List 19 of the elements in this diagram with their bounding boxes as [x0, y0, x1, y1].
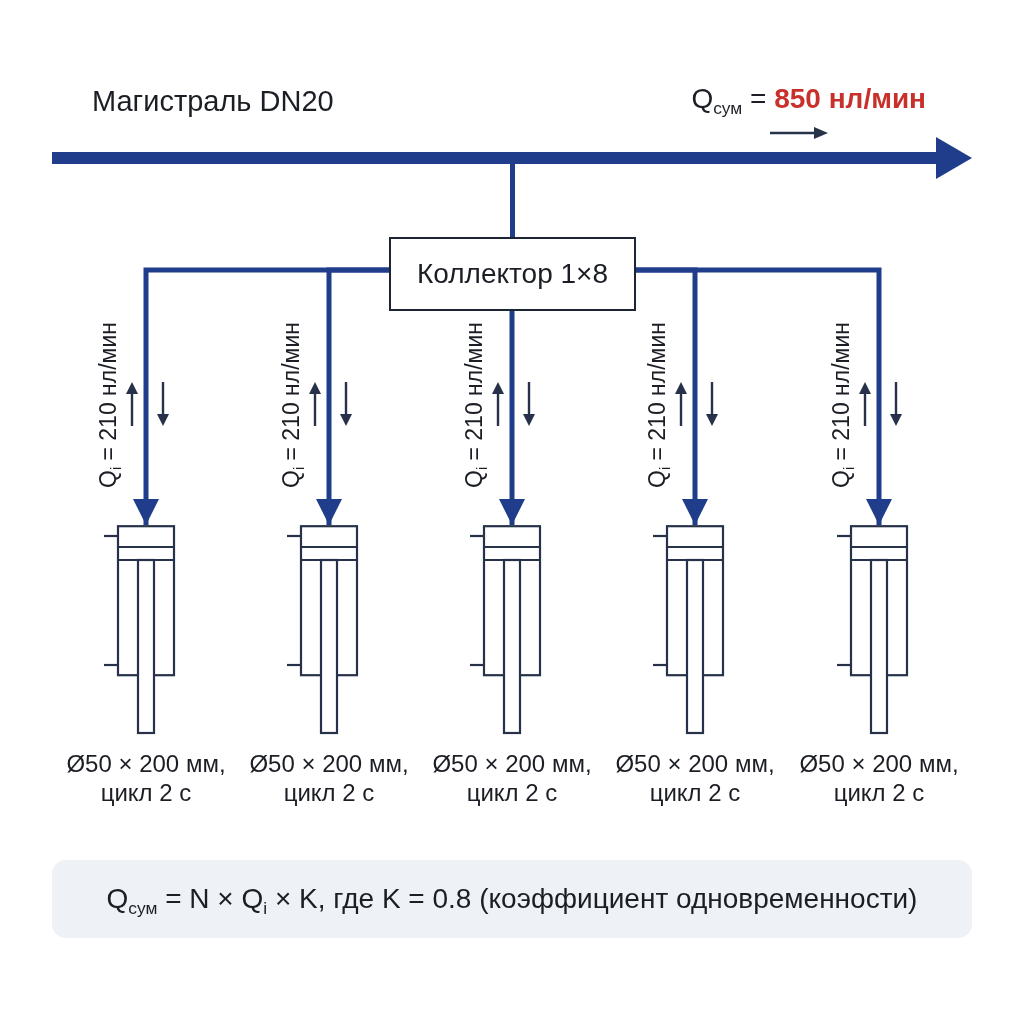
- pneumatic-cylinder: [653, 525, 725, 735]
- cylinder-spec-label: Ø50 × 200 мм, цикл 2 с: [65, 749, 227, 808]
- pneumatic-cylinder: [287, 525, 359, 735]
- cylinder-spec-label: Ø50 × 200 мм, цикл 2 с: [798, 749, 960, 808]
- pneumatic-cylinder: [470, 525, 542, 735]
- pneumatic-cylinder: [837, 525, 909, 735]
- total-flow-label: Q$_{сум}$ = 850 нл/мин: [690, 82, 926, 117]
- collector-label: Коллектор 1×8: [417, 257, 608, 291]
- collector-box: [389, 237, 636, 311]
- cylinder-spec-label: Ø50 × 200 мм, цикл 2 с: [431, 749, 593, 808]
- flow-arrow: [316, 267, 389, 525]
- flow-arrow: [636, 267, 892, 525]
- pipe-name-label: Магистраль DN20: [92, 84, 335, 119]
- pipe-line: [510, 164, 515, 237]
- flow-arrow: [499, 311, 525, 525]
- formula-text: Q$_{сум}$ = N × Q$_{i}$ × K, где K = 0.8 (коэффициент одновременности): [106, 882, 918, 916]
- cylinder-spec-label: Ø50 × 200 мм, цикл 2 с: [248, 749, 410, 808]
- cylinder-spec-label: Ø50 × 200 мм, цикл 2 с: [614, 749, 776, 808]
- pneumatic-cylinder: [104, 525, 176, 735]
